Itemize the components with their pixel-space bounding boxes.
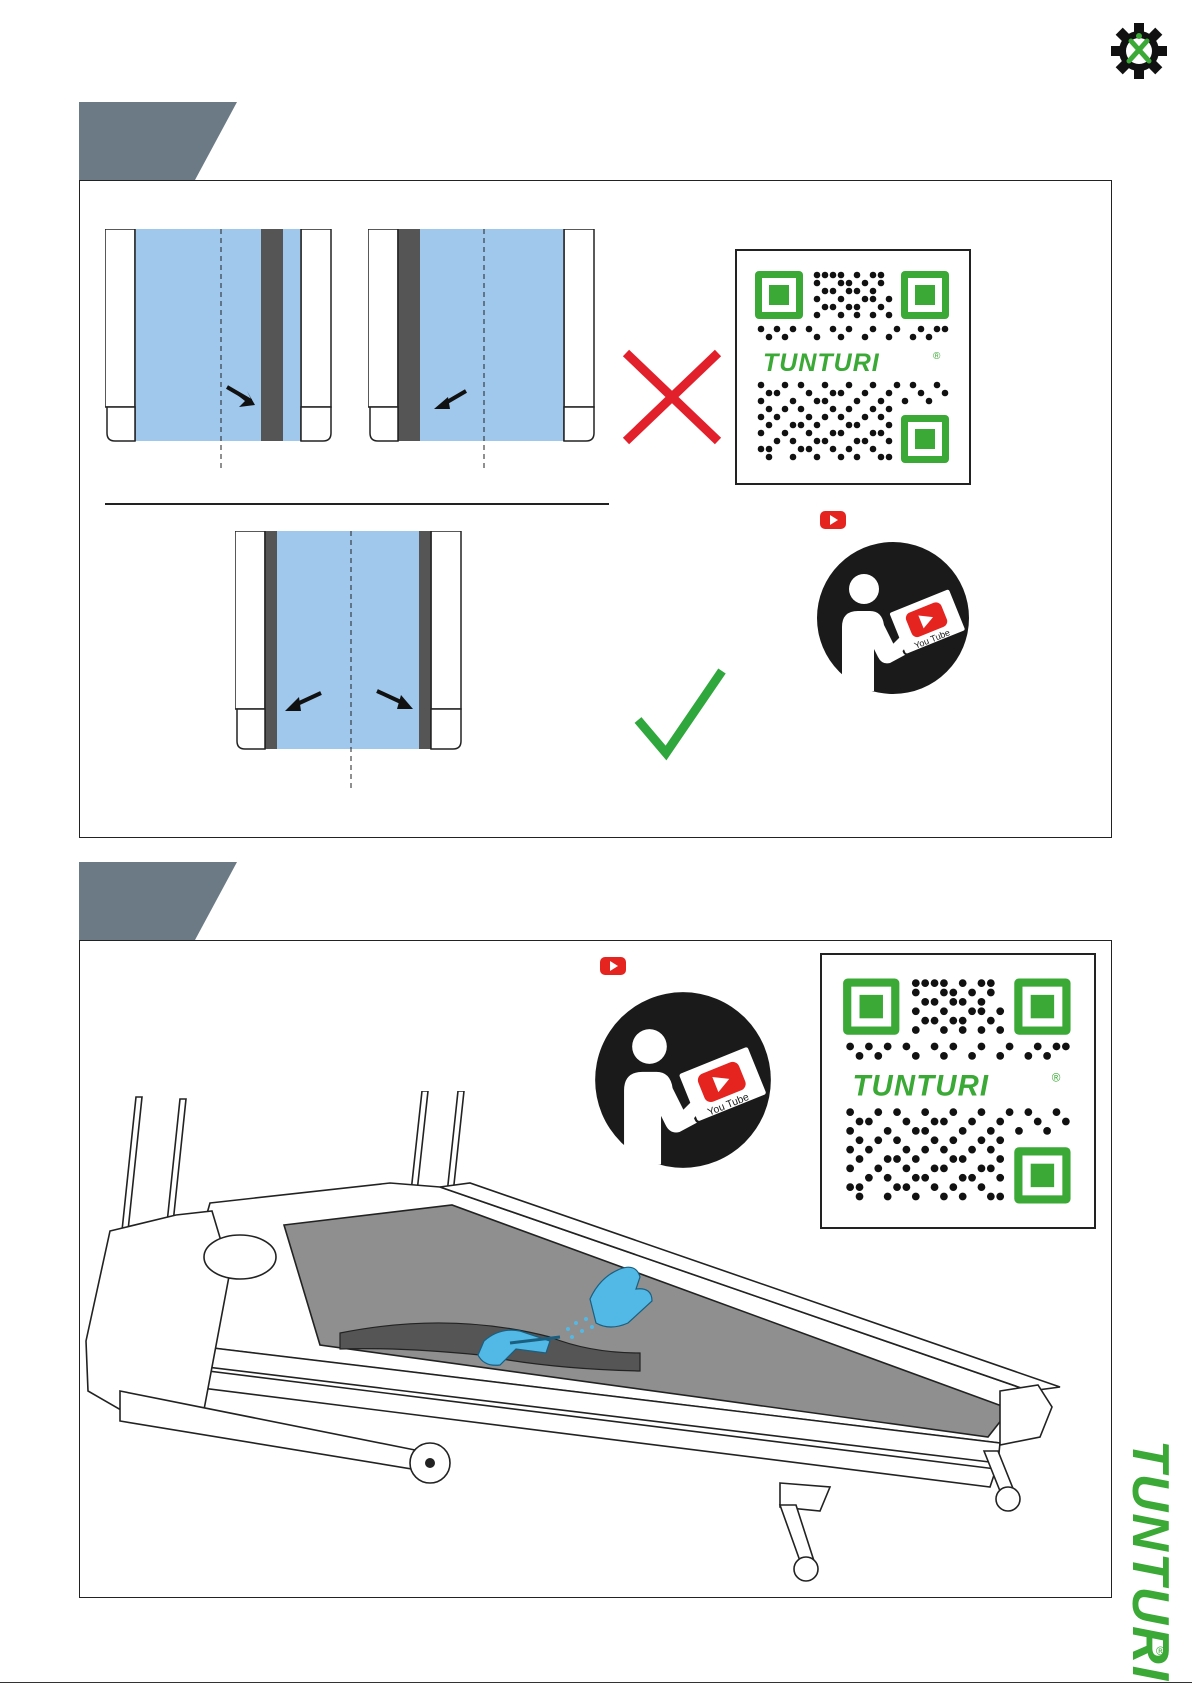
green-check-icon <box>630 665 730 765</box>
page-bottom-rule <box>0 1682 1192 1683</box>
section-2-tab <box>79 862 237 940</box>
qr-code-icon: TUNTURI ® <box>820 953 1096 1229</box>
belt-misaligned-right-diagram <box>105 229 335 469</box>
watch-video-pictogram: You Tube <box>594 991 772 1169</box>
diagram-divider <box>105 503 609 505</box>
belt-misaligned-left-diagram <box>368 229 598 469</box>
qr-brand-text: TUNTURI <box>763 349 880 377</box>
youtube-play-icon <box>820 511 846 529</box>
belt-centered-diagram <box>235 531 465 791</box>
brand-logo: TUNTURI <box>1124 1440 1176 1682</box>
youtube-play-icon <box>600 957 626 975</box>
section-1-tab <box>79 102 237 180</box>
qr-brand-registered: ® <box>1052 1072 1061 1085</box>
brand-registered-mark: ® <box>1156 1644 1165 1658</box>
watch-video-pictogram: You Tube <box>816 541 970 695</box>
section-1-panel: TUNTURI ® You Tube <box>79 180 1112 838</box>
qr-brand-registered: ® <box>933 351 941 362</box>
red-cross-icon <box>620 347 724 447</box>
qr-brand-text: TUNTURI <box>852 1070 989 1103</box>
gear-wrench-screwdriver-icon <box>1110 22 1168 80</box>
qr-code-icon: TUNTURI ® <box>735 249 971 485</box>
section-2-panel: You Tube <box>79 940 1112 1598</box>
